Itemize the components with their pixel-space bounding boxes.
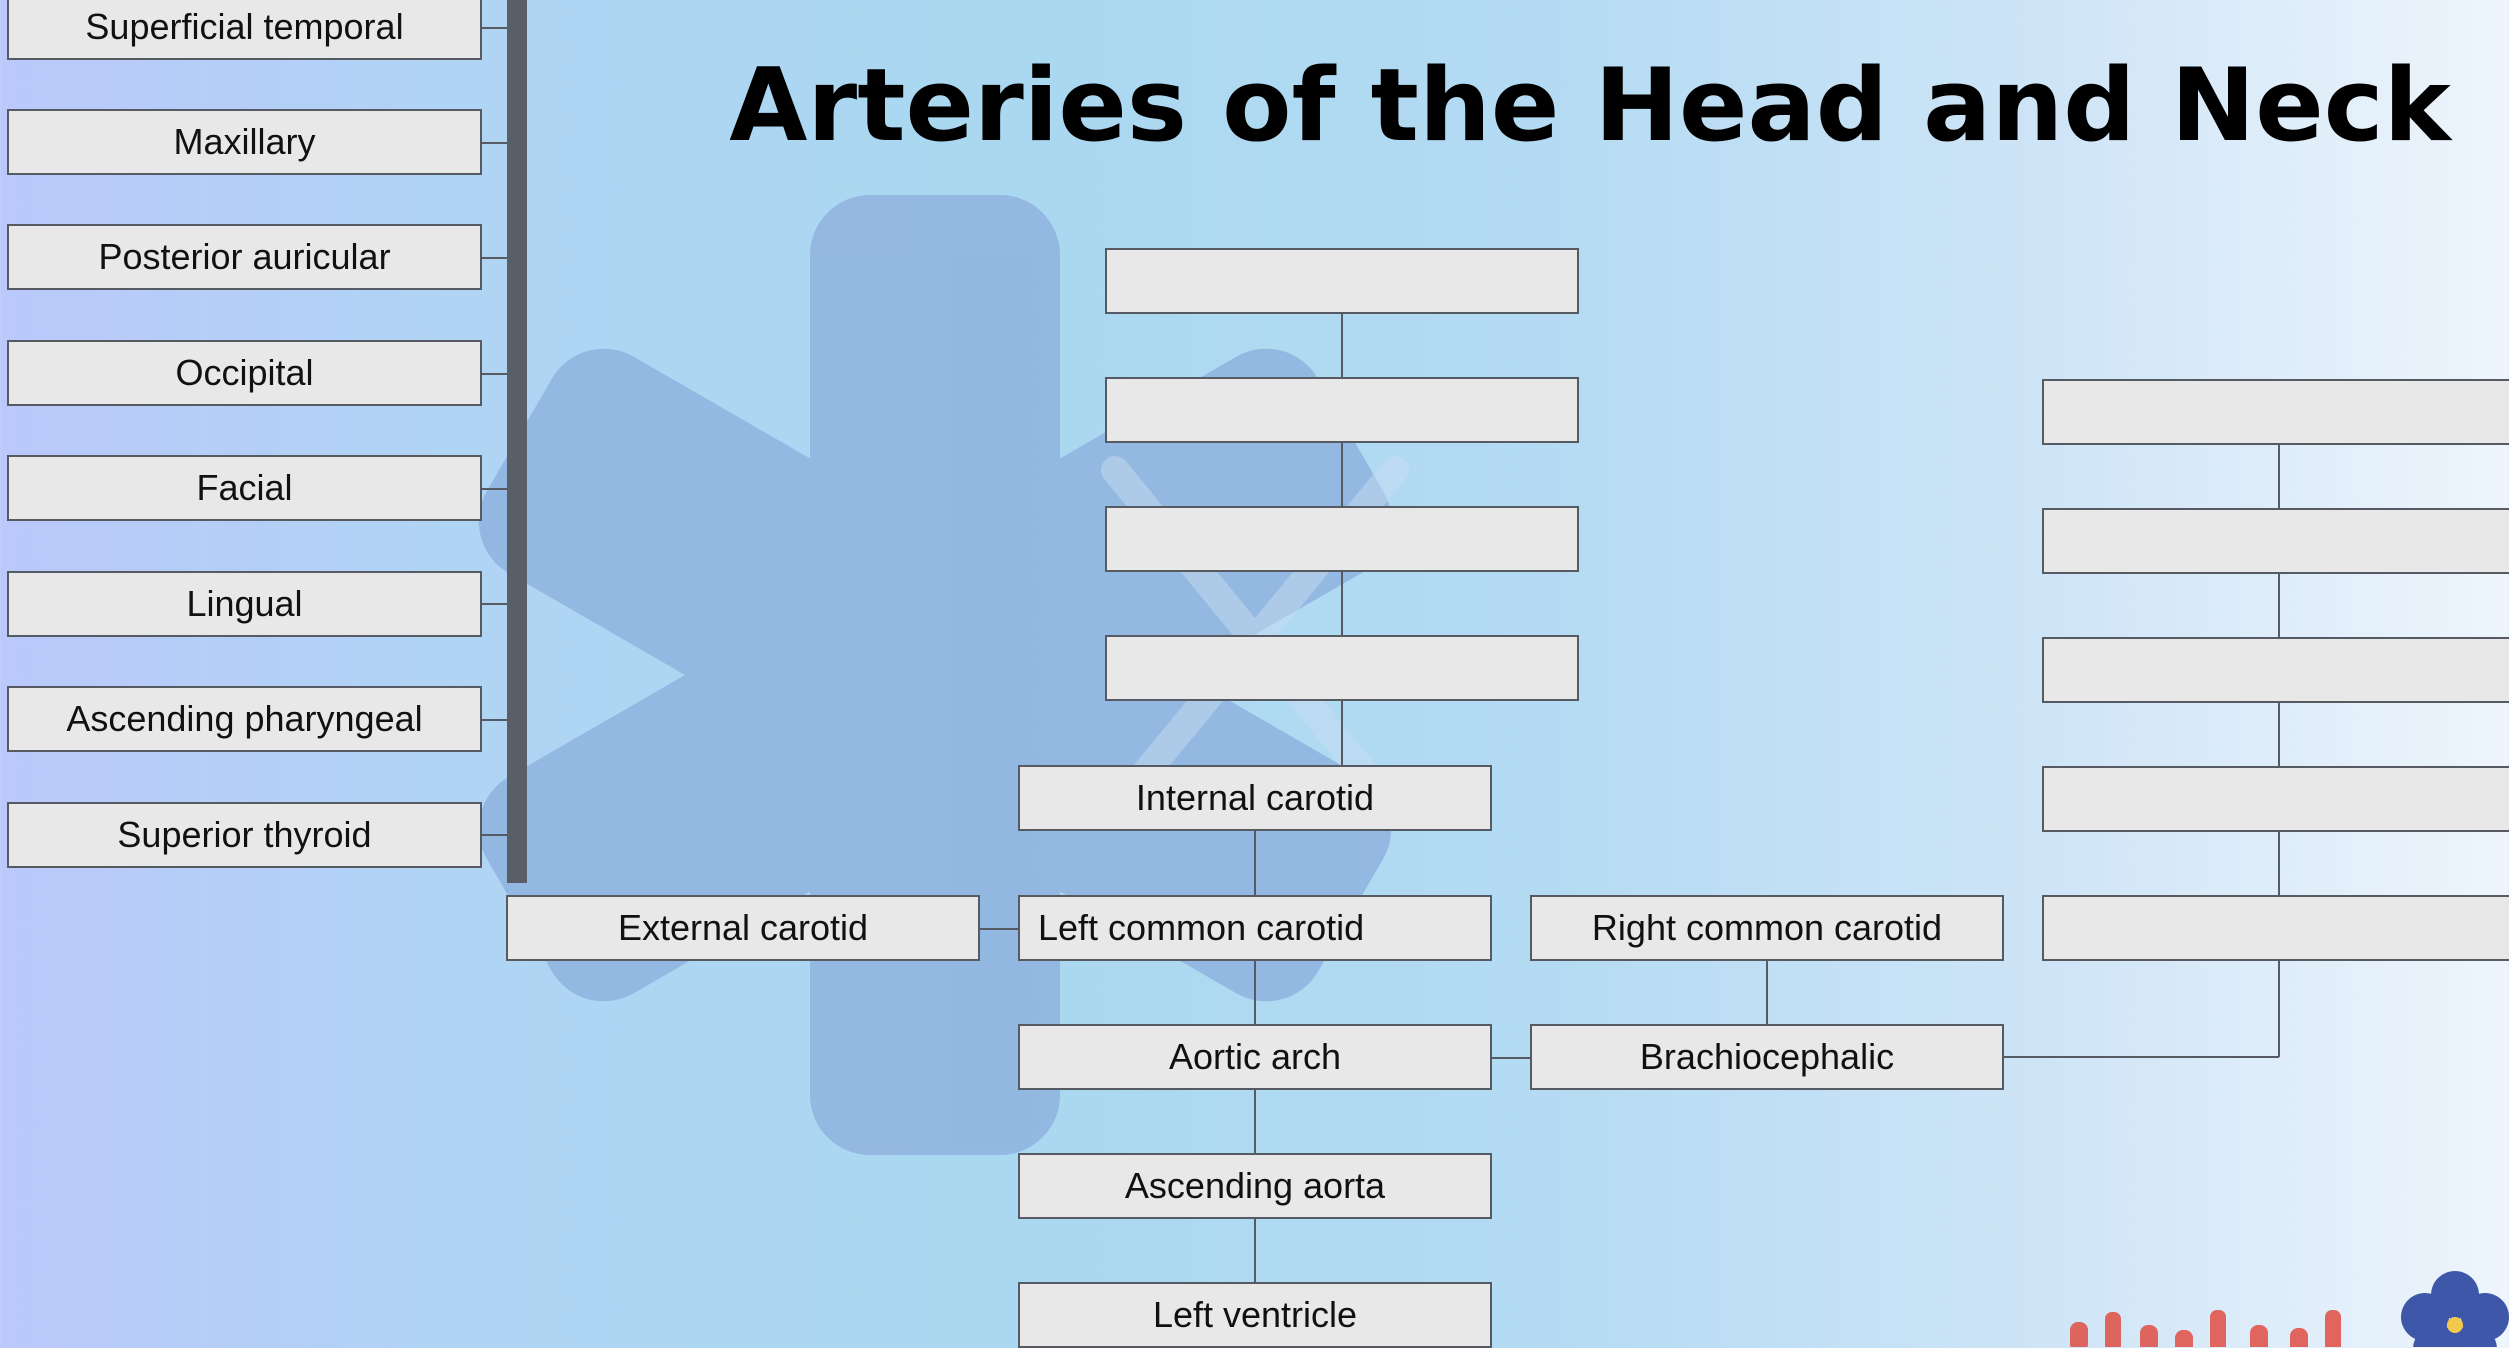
left-ventricle-box: Left ventricle <box>1018 1282 1492 1348</box>
branch-maxillary: Maxillary <box>7 109 482 175</box>
internal-blank-box-2 <box>1105 377 1579 443</box>
internal-blank-box-1 <box>1105 248 1579 314</box>
branch-superficial-temporal: Superficial temporal <box>7 0 482 60</box>
box-label: Superficial temporal <box>85 6 404 47</box>
external-carotid-box: External carotid <box>506 895 980 961</box>
right-blank-box-2 <box>2042 508 2509 574</box>
box-label: Occipital <box>175 352 314 393</box>
page-title: Arteries of the Head and Neck <box>729 46 2451 164</box>
right-blank-box-1 <box>2042 379 2509 445</box>
box-label: Posterior auricular <box>98 236 391 277</box>
internal-blank-box-4 <box>1105 635 1579 701</box>
aortic-arch-box: Aortic arch <box>1018 1024 1492 1090</box>
box-label: Facial <box>196 467 293 508</box>
ascending-aorta-box: Ascending aorta <box>1018 1153 1492 1219</box>
right-blank-box-5 <box>2042 895 2509 961</box>
right-common-carotid-box: Right common carotid <box>1530 895 2004 961</box>
branch-facial: Facial <box>7 455 482 521</box>
box-label: Right common carotid <box>1591 907 1943 948</box>
internal-blank-box-3 <box>1105 506 1579 572</box>
brand-flower-icon <box>2070 1271 2509 1347</box>
branch-lingual: Lingual <box>7 571 482 637</box>
left-common-carotid-box: Left common carotid <box>1018 895 1492 961</box>
brachiocephalic-box: Brachiocephalic <box>1530 1024 2004 1090</box>
box-label: Ascending aorta <box>1124 1165 1386 1206</box>
branch-superior-thyroid: Superior thyroid <box>7 802 482 868</box>
branch-ascending-pharyngeal: Ascending pharyngeal <box>7 686 482 752</box>
right-blank-box-3 <box>2042 637 2509 703</box>
box-label: Aortic arch <box>1168 1036 1342 1077</box>
box-label: Maxillary <box>173 121 316 162</box>
box-label: Left common carotid <box>1038 907 1365 948</box>
box-label: Ascending pharyngeal <box>66 698 423 739</box>
branch-occipital: Occipital <box>7 340 482 406</box>
box-label: Lingual <box>186 583 303 624</box>
branch-posterior-auricular: Posterior auricular <box>7 224 482 290</box>
internal-carotid-box: Internal carotid <box>1018 765 1492 831</box>
box-label: Left ventricle <box>1152 1294 1358 1335</box>
box-label: Brachiocephalic <box>1639 1036 1895 1077</box>
box-label: External carotid <box>617 907 869 948</box>
box-label: Superior thyroid <box>117 814 372 855</box>
external-branch-bar <box>507 0 527 883</box>
box-label: Internal carotid <box>1135 777 1375 818</box>
right-blank-box-4 <box>2042 766 2509 832</box>
